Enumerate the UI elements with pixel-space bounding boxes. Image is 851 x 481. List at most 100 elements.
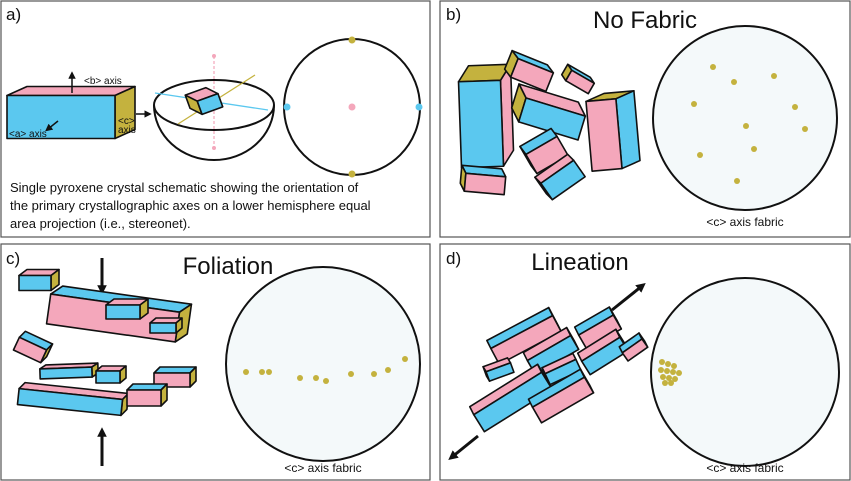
single-crystal [6,85,136,140]
panel-d-fabric-label: <c> axis fabric [706,461,783,475]
c-axis-point [662,380,668,386]
c-axis-point [659,359,665,365]
c-axis-points-d [658,359,682,386]
c-axis-point [710,64,716,70]
crystal-front-face [531,376,595,424]
panel-c-title: Foliation [183,253,274,280]
lower-hemisphere-diagram [153,54,275,161]
crystal-front-face [39,366,93,380]
crystal-front-face [105,304,141,320]
c-axis-point [792,104,798,110]
crystal-front-face [577,314,623,350]
panel-c: c) Foliation <c> axis fabric [0,243,431,481]
c-axis-point [658,367,664,373]
crystal-front-face [126,389,162,407]
c-axis-point [348,371,354,377]
crystal [522,326,580,376]
c-axis-point [743,123,749,129]
panel-b-fabric-label: <c> axis fabric [706,215,783,229]
c-axis-point [671,363,677,369]
b-axis-label: <b> axis [84,76,122,87]
panel-c-fabric-label: <c> axis fabric [284,461,361,475]
panel-b-title: No Fabric [593,7,697,34]
c-axis-point [665,361,671,367]
crystal [482,357,515,382]
c-axis-point [664,368,670,374]
panel-c-label: c) [6,249,20,268]
c-axis-point [259,369,265,375]
crystal [6,85,136,140]
c-axis-point [385,367,391,373]
c-axis-point [243,369,249,375]
crystal [486,306,562,366]
stereonet-d [650,277,840,467]
c-axis-point [660,374,666,380]
a-axis-arrow [45,120,59,132]
crystal-front-face [621,338,649,362]
extension-arrow-up [611,283,646,312]
crystal [510,83,587,141]
c-axis-points-b [691,64,808,184]
c-axis-point [751,146,757,152]
crystal [618,332,649,362]
crystal-front-face [196,92,224,116]
crystal [105,298,149,320]
crystal [184,86,224,116]
c-axis-point [371,371,377,377]
crystal-front-face [540,159,586,201]
crystal [534,153,586,201]
crystal-front-face [564,69,596,95]
crystal-front-face [517,97,587,141]
crystal [95,365,127,384]
c-axis-point [297,375,303,381]
stereonet-b [652,25,838,211]
panel-d: d) Lineation <c> axis fabric [439,243,851,481]
random-crystals [457,49,641,201]
crystal-front-face [149,322,177,334]
c-axis-label-1: <c> [118,116,135,127]
c-axis-point [672,376,678,382]
panel-d-title: Lineation [531,249,628,276]
extension-arrow-down [448,434,479,461]
caption-line-2: the primary crystallographic axes on a l… [10,198,371,213]
crystal-front-face [485,362,515,382]
c-axis-point [668,380,674,386]
panel-d-label: d) [446,249,461,268]
c-axis-point [402,356,408,362]
c-axis-point [323,378,329,384]
crystal-front-face [585,98,623,172]
c-axis-point [731,79,737,85]
c-axis-point [313,375,319,381]
caption-line-1: Single pyroxene crystal schematic showin… [10,180,359,195]
crystal [503,49,555,93]
crystal [12,330,54,364]
c-axis-label-2: axis [118,125,136,136]
c-axis-point [670,369,676,375]
lineated-crystals [468,306,649,433]
c-axis-point [771,73,777,79]
crystal-front-face [6,94,116,140]
c-axis-points-c [243,356,408,384]
foliated-crystals [12,268,197,417]
crystal-front-face [457,79,505,169]
a-axis-label: <a> axis [9,129,47,140]
panel-b: b) No Fabric <c> axis fabric [439,0,851,238]
c-axis-point [676,370,682,376]
crystal [527,368,595,424]
crystal [126,383,168,407]
crystal [519,127,569,175]
crystal [39,362,99,380]
panel-b-label: b) [446,5,461,24]
c-axis-point [734,178,740,184]
crystal [560,63,596,95]
crystal-front-face [95,370,121,384]
crystal-side-face [153,366,197,374]
crystal [585,90,641,172]
c-axis-point [266,369,272,375]
crystal [459,164,507,196]
c-axis-point [666,375,672,381]
c-axis-point [691,101,697,107]
crystal [149,317,183,334]
panel-a-label: a) [6,5,21,24]
c-axis-point [802,126,808,132]
